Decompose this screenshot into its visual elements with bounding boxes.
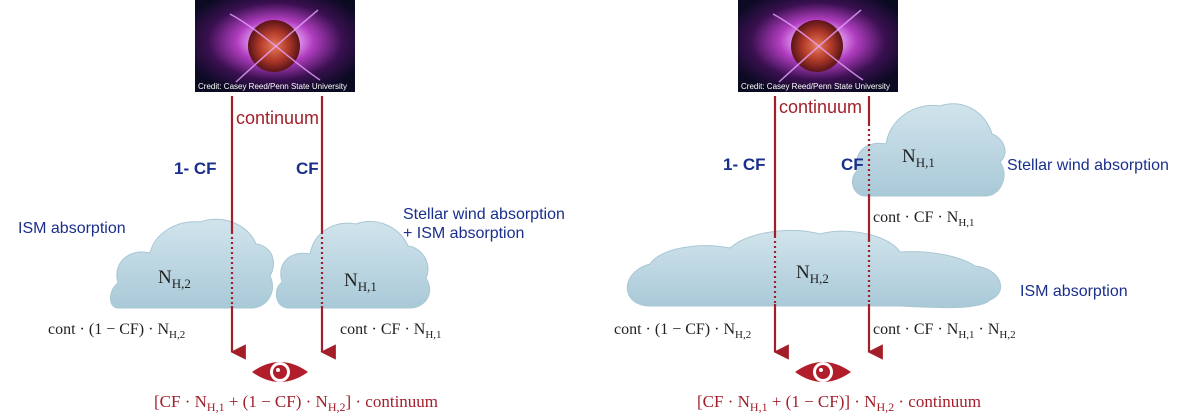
- left-cloud1-label: NH,2: [158, 267, 191, 291]
- left-label-1cf: 1- CF: [174, 159, 217, 178]
- left-stellar-wind-line1: Stellar wind absorption: [403, 206, 565, 223]
- right-panel: Credit: Casey Reed/Penn State University…: [614, 0, 1169, 414]
- left-continuum-label: continuum: [236, 108, 319, 128]
- left-label-cf: CF: [296, 159, 319, 178]
- right-label-cf: CF: [841, 155, 864, 174]
- eye-icon: [252, 362, 308, 382]
- right-continuum-label: continuum: [779, 97, 862, 117]
- right-formula-cf: cont · CF · NH,1 · NH,2: [873, 321, 1016, 341]
- eye-icon: [795, 362, 851, 382]
- left-panel: Credit: Casey Reed/Penn State University…: [18, 0, 565, 414]
- right-credit-text: Credit: Casey Reed/Penn State University: [741, 82, 890, 91]
- right-cloud-wind: NH,1: [851, 103, 1006, 197]
- right-cloud-big-label: NH,2: [796, 262, 829, 286]
- right-stellar-wind-label: Stellar wind absorption: [1007, 157, 1169, 174]
- left-ism-label: ISM absorption: [18, 220, 126, 237]
- left-star-image: Credit: Casey Reed/Penn State University: [195, 0, 355, 92]
- left-credit-text: Credit: Casey Reed/Penn State University: [198, 82, 347, 91]
- left-result-formula: [CF · NH,1 + (1 − CF) · NH,2] · continuu…: [154, 392, 438, 414]
- left-cloud-ism: NH,2: [110, 218, 274, 309]
- right-cloud-ism: NH,2: [626, 229, 1002, 309]
- right-ism-label: ISM absorption: [1020, 283, 1128, 300]
- left-cloud2-label: NH,1: [344, 270, 377, 294]
- left-formula-1cf: cont · (1 − CF) · NH,2: [48, 321, 185, 341]
- left-stellar-wind-line2: + ISM absorption: [403, 225, 524, 242]
- right-star-image: Credit: Casey Reed/Penn State University: [738, 0, 898, 92]
- left-formula-cf: cont · CF · NH,1: [340, 321, 442, 341]
- right-cloud-top-label: NH,1: [902, 146, 935, 170]
- right-label-1cf: 1- CF: [723, 155, 766, 174]
- right-result-formula: [CF · NH,1 + (1 − CF)] · NH,2 · continuu…: [697, 392, 981, 414]
- left-cloud-wind: NH,1: [275, 220, 431, 309]
- right-formula-mid: cont · CF · NH,1: [873, 209, 975, 229]
- right-formula-1cf: cont · (1 − CF) · NH,2: [614, 321, 751, 341]
